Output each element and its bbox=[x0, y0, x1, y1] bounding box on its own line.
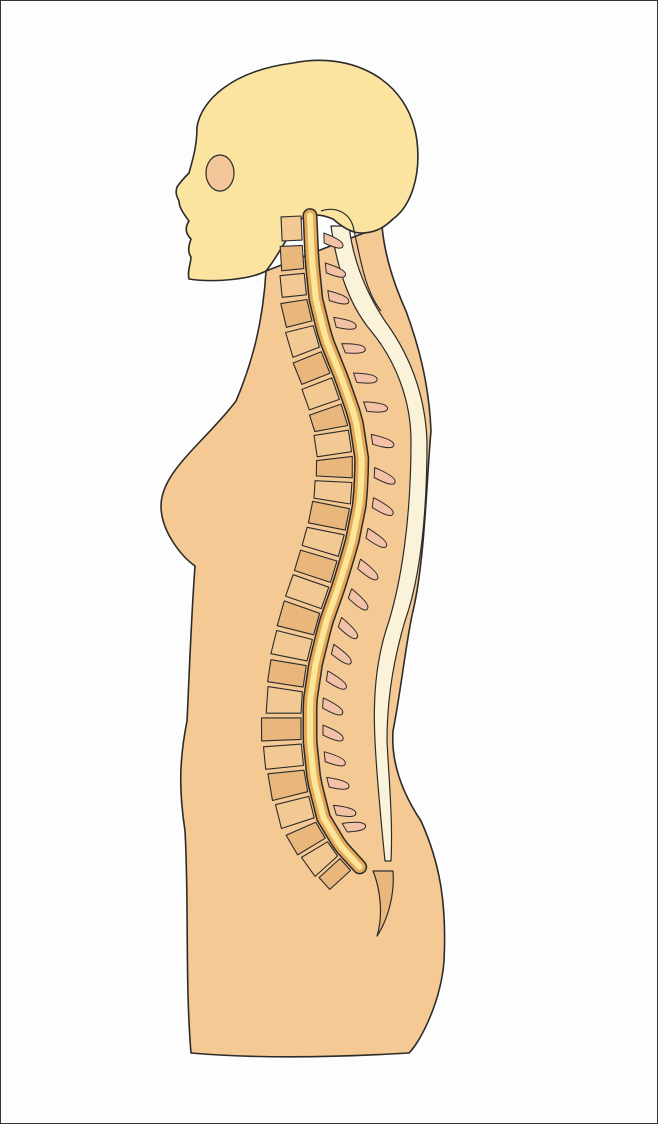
vertebra bbox=[280, 273, 306, 297]
vertebra bbox=[266, 687, 302, 714]
vertebra bbox=[280, 245, 304, 270]
vertebra bbox=[316, 456, 352, 477]
vertebra bbox=[281, 216, 302, 241]
vertebra bbox=[314, 430, 352, 457]
vertebra bbox=[264, 744, 304, 769]
ear bbox=[206, 155, 234, 191]
vertebra bbox=[262, 718, 302, 741]
